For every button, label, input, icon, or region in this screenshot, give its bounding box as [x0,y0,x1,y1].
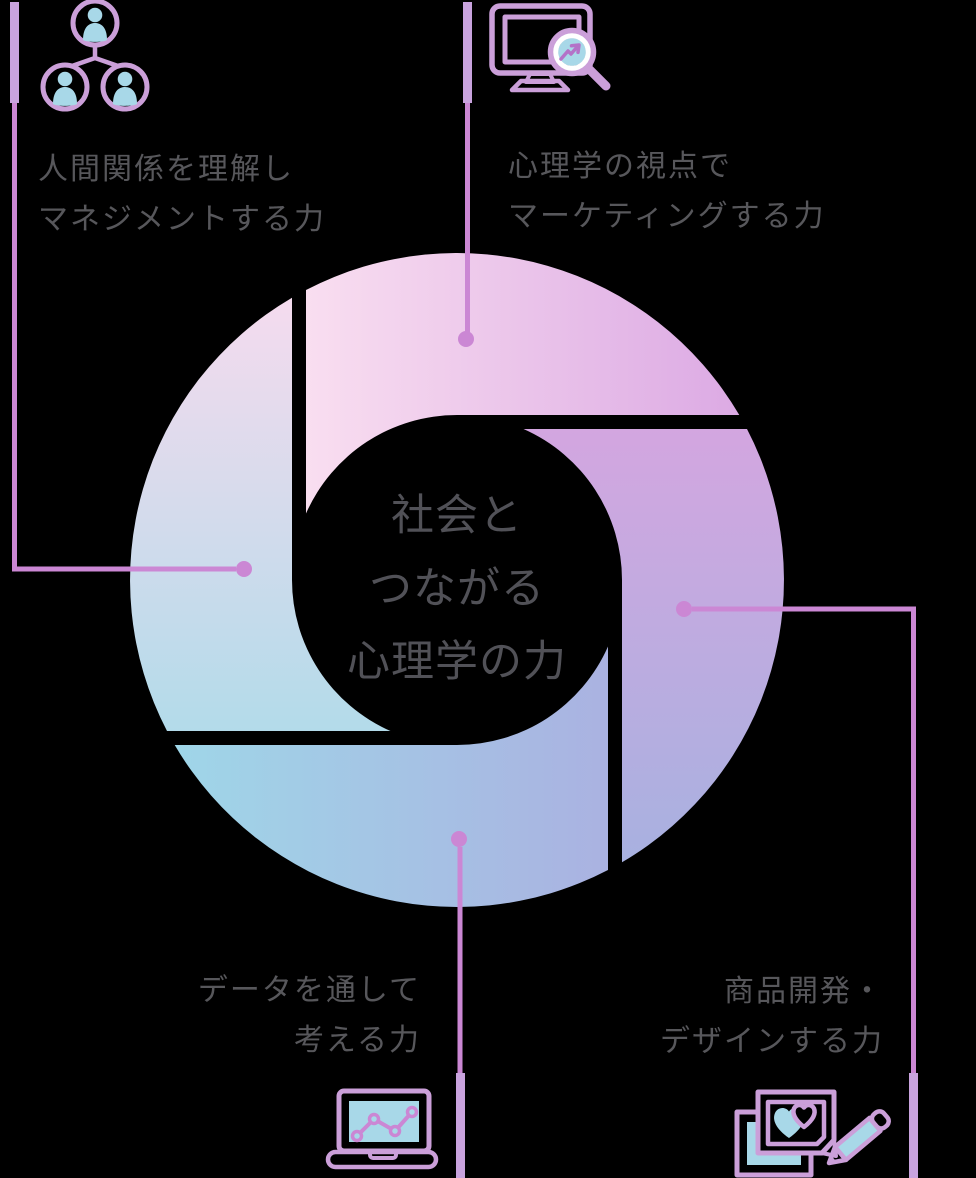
center-title: 社会と つながる 心理学の力 [157,480,757,699]
connector-marketing [458,2,474,347]
connector-design [676,601,918,1178]
label-data-line1: データを通して [197,974,421,1007]
person-top [70,0,120,48]
label-management: 人間関係を理解し マネジメントする力 [38,145,326,245]
connector-data [451,831,467,1178]
center-title-line1: 社会と [391,493,523,540]
pencil [826,1109,891,1166]
connector-dot [676,601,692,617]
connector-dot [451,831,467,847]
connector-line [12,103,236,572]
magnifier-handle [585,65,611,91]
center-title-line3: 心理学の力 [347,639,567,686]
front-card-inner [765,1099,827,1147]
magnifier [547,27,611,91]
connector-line [692,606,916,1073]
connector-bar [10,2,19,103]
connector-bar [463,2,472,103]
connectors [10,2,918,1178]
monitor-base [509,78,571,93]
label-data-line2: 考える力 [293,1024,421,1057]
label-marketing-line2: マーケティングする力 [508,200,826,233]
label-data: データを通して 考える力 [198,966,421,1066]
org-chart-icon [40,0,150,112]
chart-point [367,1112,381,1126]
connector-dot [236,561,252,577]
connector-bar [456,1073,465,1178]
chart-point [388,1124,402,1138]
connector-bar [909,1073,918,1178]
pencil-tip [829,1155,837,1163]
pencil-cap [869,1109,891,1131]
laptop-chart-icon [325,1088,439,1170]
center-title-line2: つながる [369,566,545,613]
label-marketing: 心理学の視点で マーケティングする力 [508,142,826,242]
org-chart-links [69,43,121,69]
label-design-line2: デザインする力 [660,1025,884,1058]
trend-arrowhead [569,43,581,55]
trend-arrow [559,44,580,61]
connector-management [10,2,252,577]
line-chart [355,1110,414,1138]
laptop-notch [368,1150,398,1160]
label-design-line1: 商品開発・ [724,975,884,1008]
label-management-line2: マネジメントする力 [38,203,326,236]
label-design: 商品開発・ デザインする力 [660,967,884,1067]
heart-outline [791,1102,817,1130]
person-right [100,62,150,112]
monitor-magnifier-icon [489,3,611,93]
label-marketing-line1: 心理学の視点で [508,150,732,183]
cards-pencil-icon [734,1089,891,1178]
person-left [40,62,90,112]
chart-point [405,1105,419,1119]
chart-point [350,1129,364,1143]
connector-dot [458,331,474,347]
label-management-line1: 人間関係を理解し [38,153,294,186]
laptop-base [325,1149,439,1170]
